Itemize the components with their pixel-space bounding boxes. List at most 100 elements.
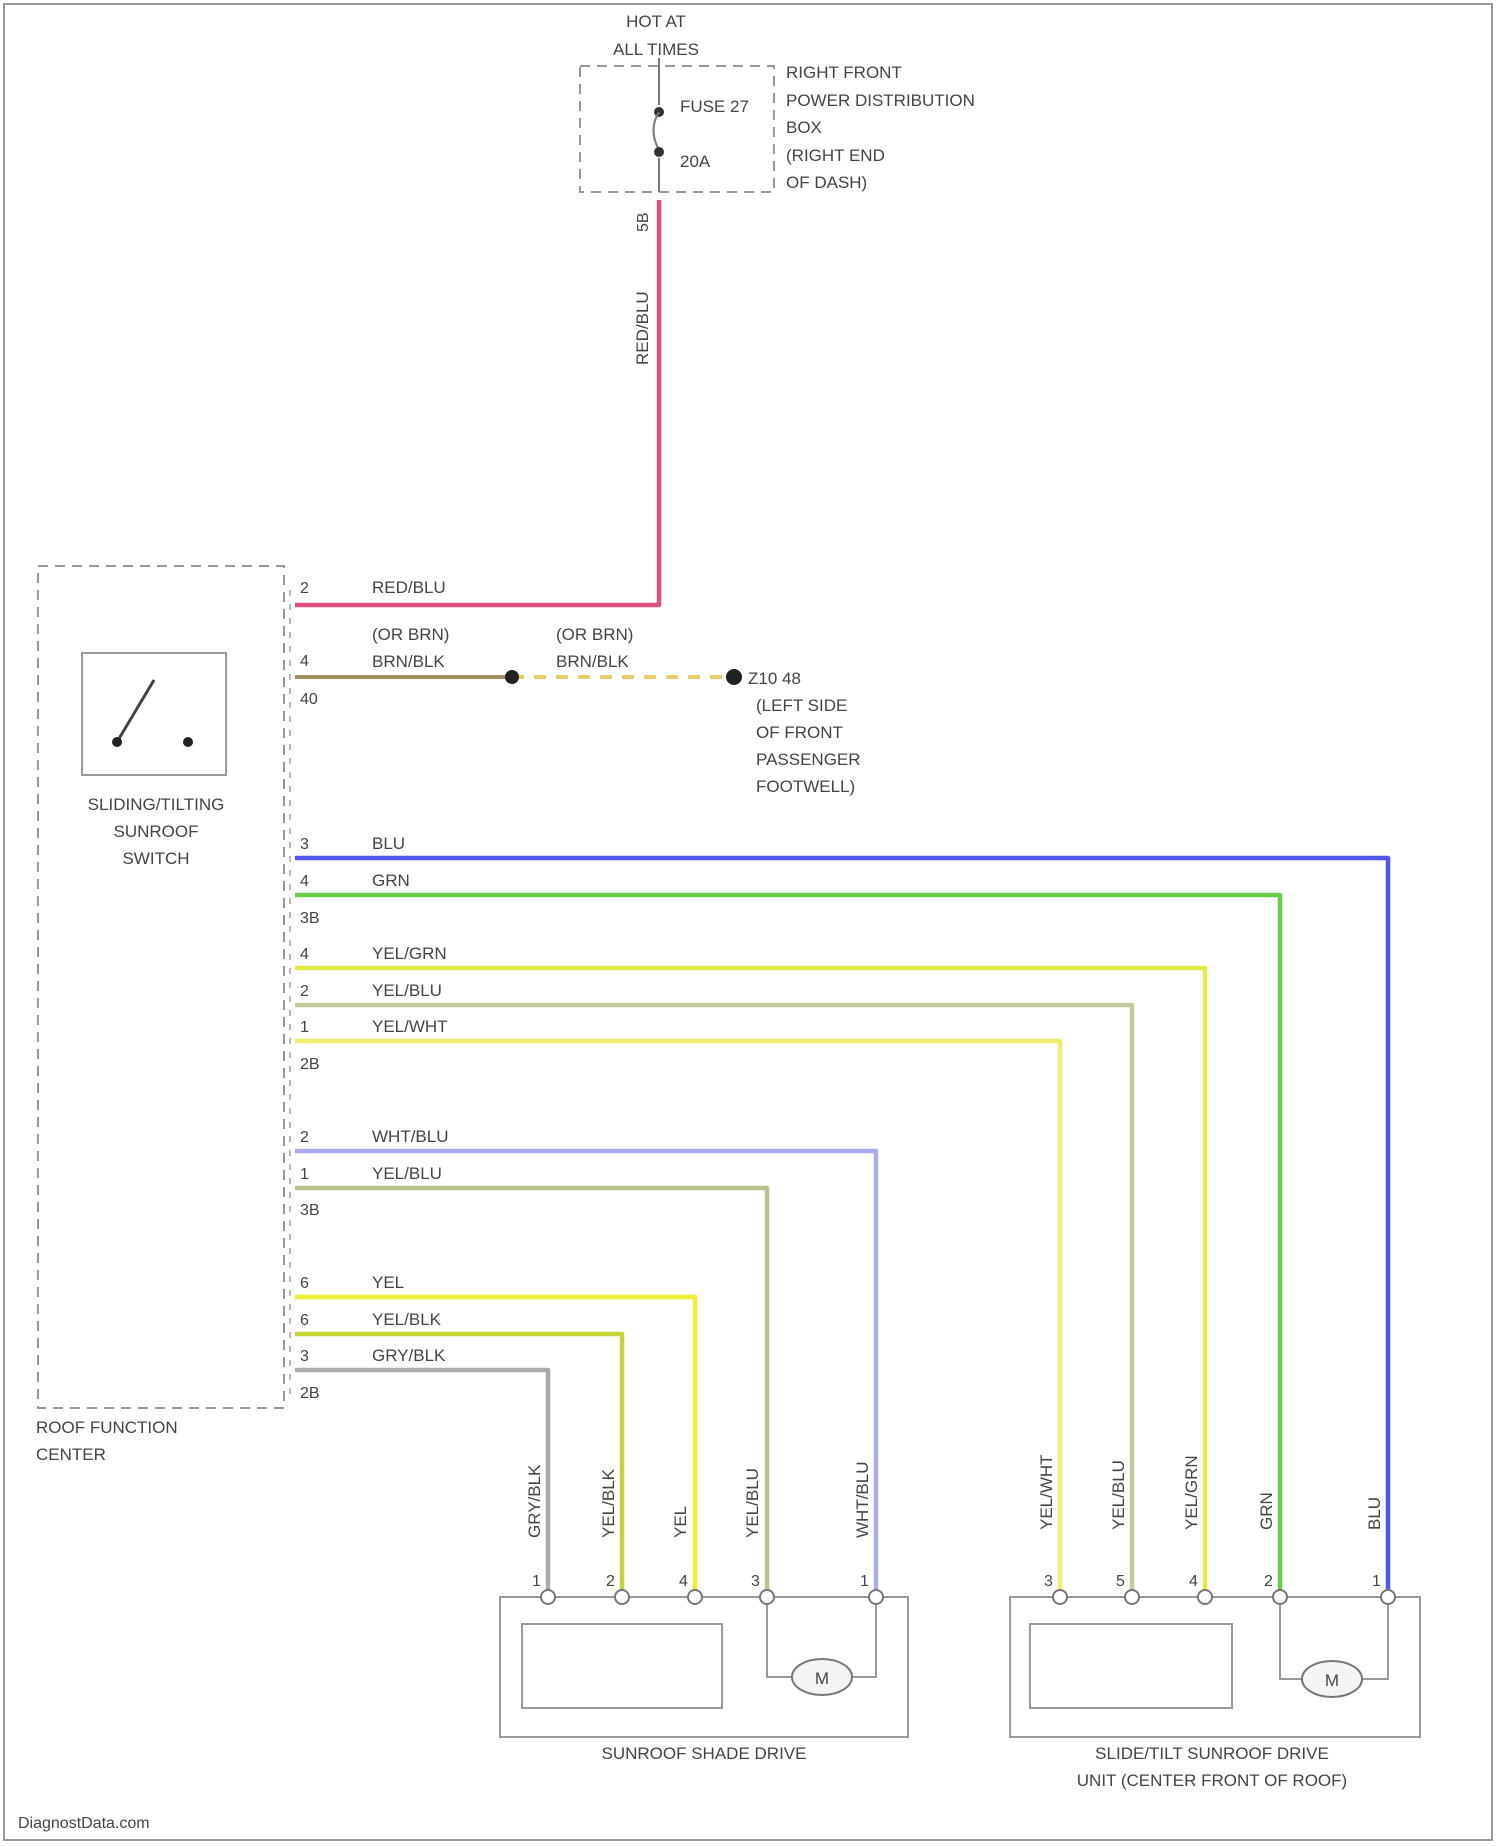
pin-yel-grn: 4 xyxy=(300,946,309,963)
ground-wire-alt-1: (OR BRN) xyxy=(372,625,449,644)
slide-terminal-5 xyxy=(1381,1590,1395,1604)
ground-wire-label-1: BRN/BLK xyxy=(372,652,445,671)
wire-yel-blu-hlabel: YEL/BLU xyxy=(372,981,442,1000)
rfc-label-2: CENTER xyxy=(36,1445,106,1464)
ground-id: Z10 48 xyxy=(748,669,801,688)
wire-gry-blk xyxy=(295,1370,548,1597)
connector-c2: 3B xyxy=(300,910,320,927)
ground-wire-alt-2: (OR BRN) xyxy=(556,625,633,644)
power-box-line-4: (RIGHT END xyxy=(786,146,885,165)
slide-drive-box xyxy=(1010,1597,1420,1737)
slide-wire-label-4: GRN xyxy=(1257,1492,1276,1530)
shade-wire-label-4: YEL/BLU xyxy=(743,1468,762,1538)
ground-location-3: PASSENGER xyxy=(756,750,861,769)
wire-wht-blu-hlabel: WHT/BLU xyxy=(372,1127,449,1146)
switch-label-3: SWITCH xyxy=(122,849,189,868)
shade-wire-label-2: YEL/BLK xyxy=(599,1468,618,1538)
slide-terminal-4 xyxy=(1273,1590,1287,1604)
switch-contact xyxy=(183,737,193,747)
switch-contact-arm xyxy=(117,680,154,742)
fuse-connector-id: 5B xyxy=(635,212,652,232)
diagram-frame xyxy=(4,4,1492,1840)
slide-pin-2: 5 xyxy=(1116,1573,1125,1590)
power-box-line-3: BOX xyxy=(786,118,822,137)
power-box-line-5: OF DASH) xyxy=(786,173,867,192)
wire-blu-hlabel: BLU xyxy=(372,834,405,853)
wire-red-blu-hlabel: RED/BLU xyxy=(372,578,446,597)
footer-watermark: DiagnostData.com xyxy=(18,1815,150,1832)
pin-blu: 3 xyxy=(300,836,309,853)
slide-wire-label-1: YEL/WHT xyxy=(1037,1454,1056,1530)
wire-yel-blu-2-hlabel: YEL/BLU xyxy=(372,1164,442,1183)
wire-red-blu xyxy=(295,200,659,605)
pin-grn: 4 xyxy=(300,873,309,890)
slide-pin-4: 2 xyxy=(1264,1573,1273,1590)
slide-wire-label-5: BLU xyxy=(1365,1497,1384,1530)
connector-c3: 2B xyxy=(300,1056,320,1073)
rfc-label-1: ROOF FUNCTION xyxy=(36,1418,178,1437)
fuse-name: FUSE 27 xyxy=(680,97,749,116)
slide-drive-label-2: UNIT (CENTER FRONT OF ROOF) xyxy=(1077,1771,1347,1790)
switch-pivot xyxy=(112,737,122,747)
ground-location-1: (LEFT SIDE xyxy=(756,696,847,715)
slide-pin-1: 3 xyxy=(1044,1573,1053,1590)
wire-red-blu-vlabel: RED/BLU xyxy=(633,291,652,365)
pin-wht-blu: 2 xyxy=(300,1129,309,1146)
wire-wht-blu xyxy=(295,1151,876,1597)
ground-wire-label-2: BRN/BLK xyxy=(556,652,629,671)
slide-terminal-3 xyxy=(1198,1590,1212,1604)
sunroof-switch-box xyxy=(82,653,226,775)
wire-gry-blk-hlabel: GRY/BLK xyxy=(372,1346,446,1365)
fuse-rating: 20A xyxy=(680,152,711,171)
slide-pin-5: 1 xyxy=(1372,1573,1381,1590)
shade-terminal-4 xyxy=(760,1590,774,1604)
pin-yel-blu-2: 1 xyxy=(300,1166,309,1183)
pin-gry-blk: 3 xyxy=(300,1348,309,1365)
connector-c5: 2B xyxy=(300,1385,320,1402)
hot-at-label: HOT AT xyxy=(626,12,686,31)
pin-ground: 4 xyxy=(300,653,309,670)
shade-pin-3: 4 xyxy=(679,1573,688,1590)
fuse-element xyxy=(654,112,660,150)
slide-terminal-1 xyxy=(1053,1590,1067,1604)
power-box-line-1: RIGHT FRONT xyxy=(786,63,902,82)
slide-terminal-2 xyxy=(1125,1590,1139,1604)
wire-grn-hlabel: GRN xyxy=(372,871,410,890)
drive-terminals: 1 2 4 3 1 3 5 4 2 1 xyxy=(532,1573,1395,1604)
shade-terminal-5 xyxy=(869,1590,883,1604)
power-box-line-2: POWER DISTRIBUTION xyxy=(786,91,975,110)
shade-terminal-1 xyxy=(541,1590,555,1604)
shade-drive-label: SUNROOF SHADE DRIVE xyxy=(602,1744,807,1763)
pin-yel: 6 xyxy=(300,1275,309,1292)
wire-yel-grn-hlabel: YEL/GRN xyxy=(372,944,447,963)
wire-yel xyxy=(295,1297,695,1597)
ground-point xyxy=(726,669,742,685)
slide-pin-3: 4 xyxy=(1189,1573,1198,1590)
switch-label-2: SUNROOF xyxy=(114,822,199,841)
slide-motor-letter: M xyxy=(1325,1671,1339,1690)
shade-terminal-3 xyxy=(688,1590,702,1604)
connector-c4: 3B xyxy=(300,1202,320,1219)
shade-pin-2: 2 xyxy=(606,1573,615,1590)
shade-wire-label-5: WHT/BLU xyxy=(853,1462,872,1539)
wire-yel-blk-hlabel: YEL/BLK xyxy=(372,1310,442,1329)
pin-yel-wht: 1 xyxy=(300,1019,309,1036)
wire-yel-blu xyxy=(295,1005,1132,1597)
shade-pin-4: 3 xyxy=(751,1573,760,1590)
shade-pin-5: 1 xyxy=(860,1573,869,1590)
ground-location-4: FOOTWELL) xyxy=(756,777,855,796)
fuse-terminal-bottom xyxy=(654,147,664,157)
shade-wire-label-1: GRY/BLK xyxy=(525,1464,544,1538)
wire-yel-hlabel: YEL xyxy=(372,1273,404,1292)
ground-location-2: OF FRONT xyxy=(756,723,843,742)
shade-wire-label-3: YEL xyxy=(671,1506,690,1538)
slide-drive-label-1: SLIDE/TILT SUNROOF DRIVE xyxy=(1095,1744,1329,1763)
pin-yel-blk: 6 xyxy=(300,1312,309,1329)
shade-pin-1: 1 xyxy=(532,1573,541,1590)
pin-yel-blu: 2 xyxy=(300,983,309,1000)
slide-wire-label-2: YEL/BLU xyxy=(1109,1460,1128,1530)
fuse-box xyxy=(580,66,774,192)
pin-red-blu: 2 xyxy=(300,580,309,597)
roof-function-center-box xyxy=(38,566,284,1408)
